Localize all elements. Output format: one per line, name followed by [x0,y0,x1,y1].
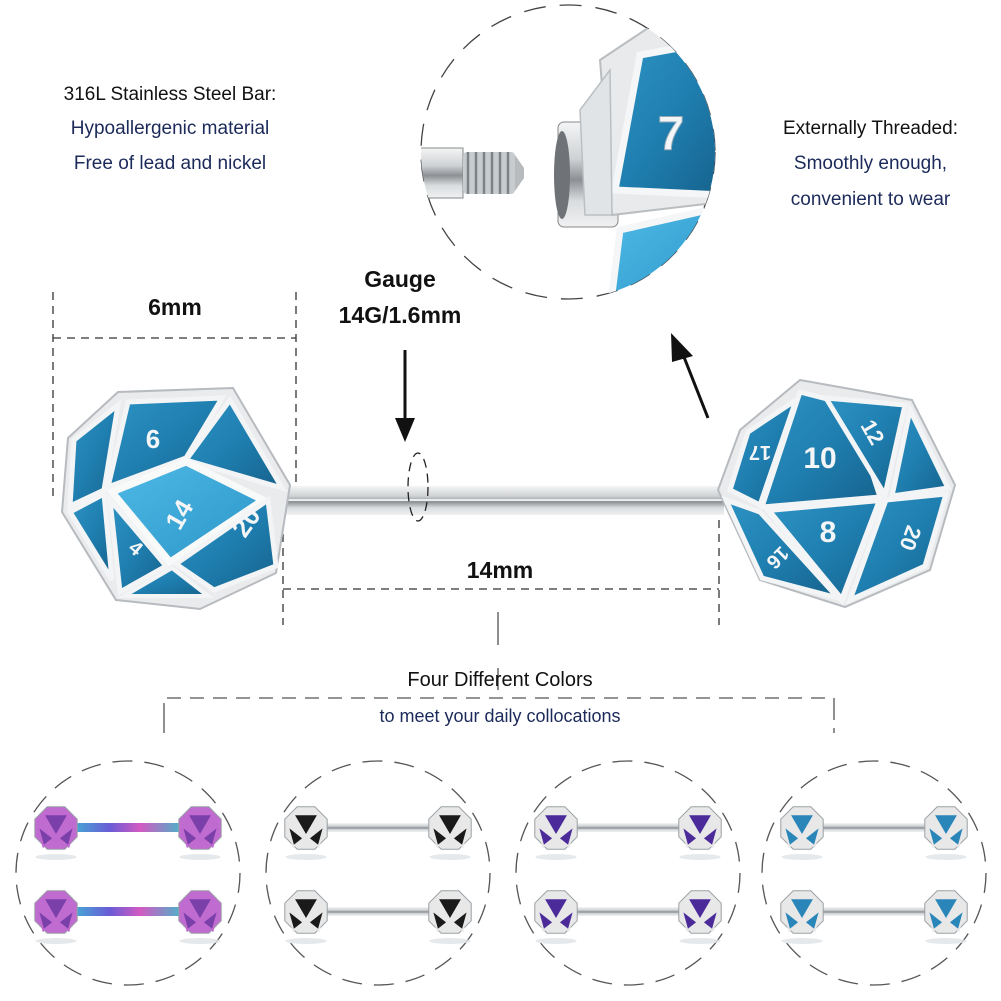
variant-circle-outline [265,760,491,986]
thread-arrow-icon [671,333,710,419]
color-variants [15,760,987,986]
thread-callout-line: Smoothly enough, [793,153,948,174]
colors-bracket [163,697,835,733]
material-callout-line: Free of lead and nickel [73,153,267,174]
mini-bar [568,907,688,916]
material-callout-title: 316L Stainless Steel Bar: [63,84,277,105]
material-callout-line: Hypoallergenic material [70,118,270,139]
right-die-number: 8 [820,516,837,549]
color-variant-black [265,760,491,986]
color-variant-rainbow [15,760,241,986]
screw-threads [463,152,524,194]
thread-callout-line: convenient to wear [790,189,951,210]
color-variant-blue [761,760,987,986]
colors-subtitle: to meet your daily collocations [379,706,621,726]
left-die-number: 6 [146,424,160,454]
right-d20-die [716,378,957,609]
variant-circle-outline [761,760,987,986]
color-variant-purple [515,760,741,986]
mini-bar [318,907,438,916]
bar-length-dimension-lines [282,520,720,625]
mini-bar [814,823,934,832]
gauge-marker-ellipse [407,452,429,522]
variant-circle-outline [15,760,241,986]
mini-bar [68,823,188,832]
mini-bar [318,823,438,832]
left-d20-die [60,386,292,611]
mini-bar [568,823,688,832]
thread-callout-title: Externally Threaded: [783,118,958,139]
variant-circle-outline [515,760,741,986]
gauge-value: 14G/1.6mm [338,302,462,328]
gauge-arrow-icon [395,350,415,442]
right-die-number: 10 [803,442,836,475]
bar-length-label: 14mm [466,557,534,583]
colors-title: Four Different Colors [407,669,593,691]
mini-bar [68,907,188,916]
right-die-number: 17 [749,441,771,463]
zoom-die-number: 7 [658,108,685,161]
ball-size-dimension-lines [52,292,297,500]
screw-shaft [421,147,464,199]
gauge-title: Gauge [364,266,436,292]
mini-bar [814,907,934,916]
ball-size-label: 6mm [148,294,202,320]
